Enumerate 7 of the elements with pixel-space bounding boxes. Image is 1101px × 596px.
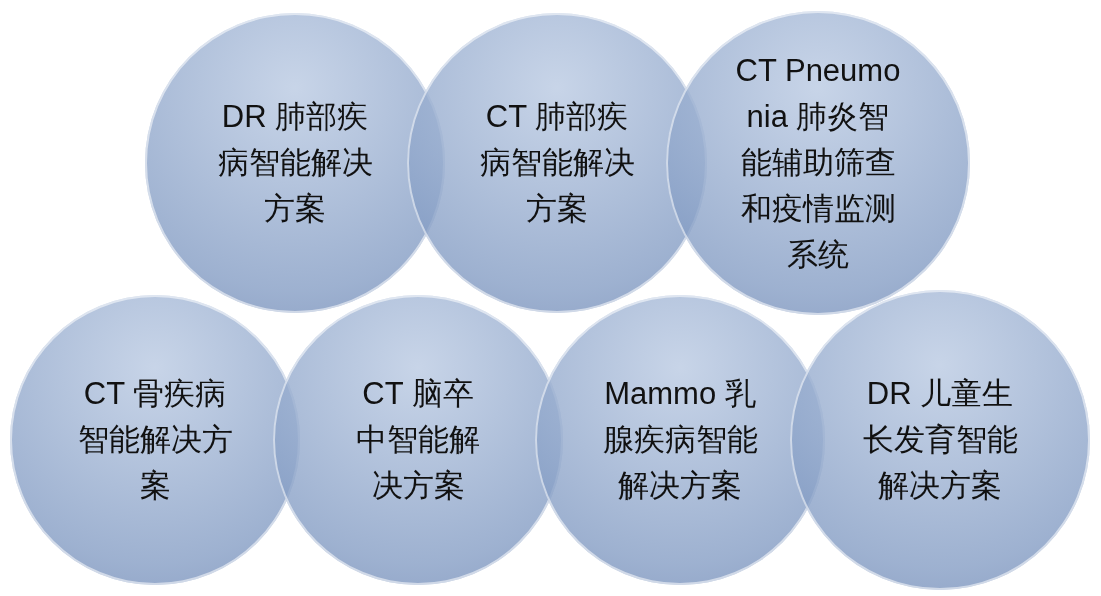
node-text: CT Pneumonia 肺炎智能辅助筛查和疫情监测系统 [734, 52, 902, 274]
node-text: DR 肺部疾病智能解决方案 [216, 98, 374, 228]
node-text: CT 骨疾病智能解决方案 [76, 375, 234, 505]
node-text: CT 脑卒中智能解决方案 [355, 375, 481, 505]
node-text: DR 儿童生长发育智能解决方案 [861, 375, 1019, 505]
node-text: Mammo 乳腺疾病智能解决方案 [601, 375, 759, 505]
node-text: CT 肺部疾病智能解决方案 [478, 98, 636, 228]
